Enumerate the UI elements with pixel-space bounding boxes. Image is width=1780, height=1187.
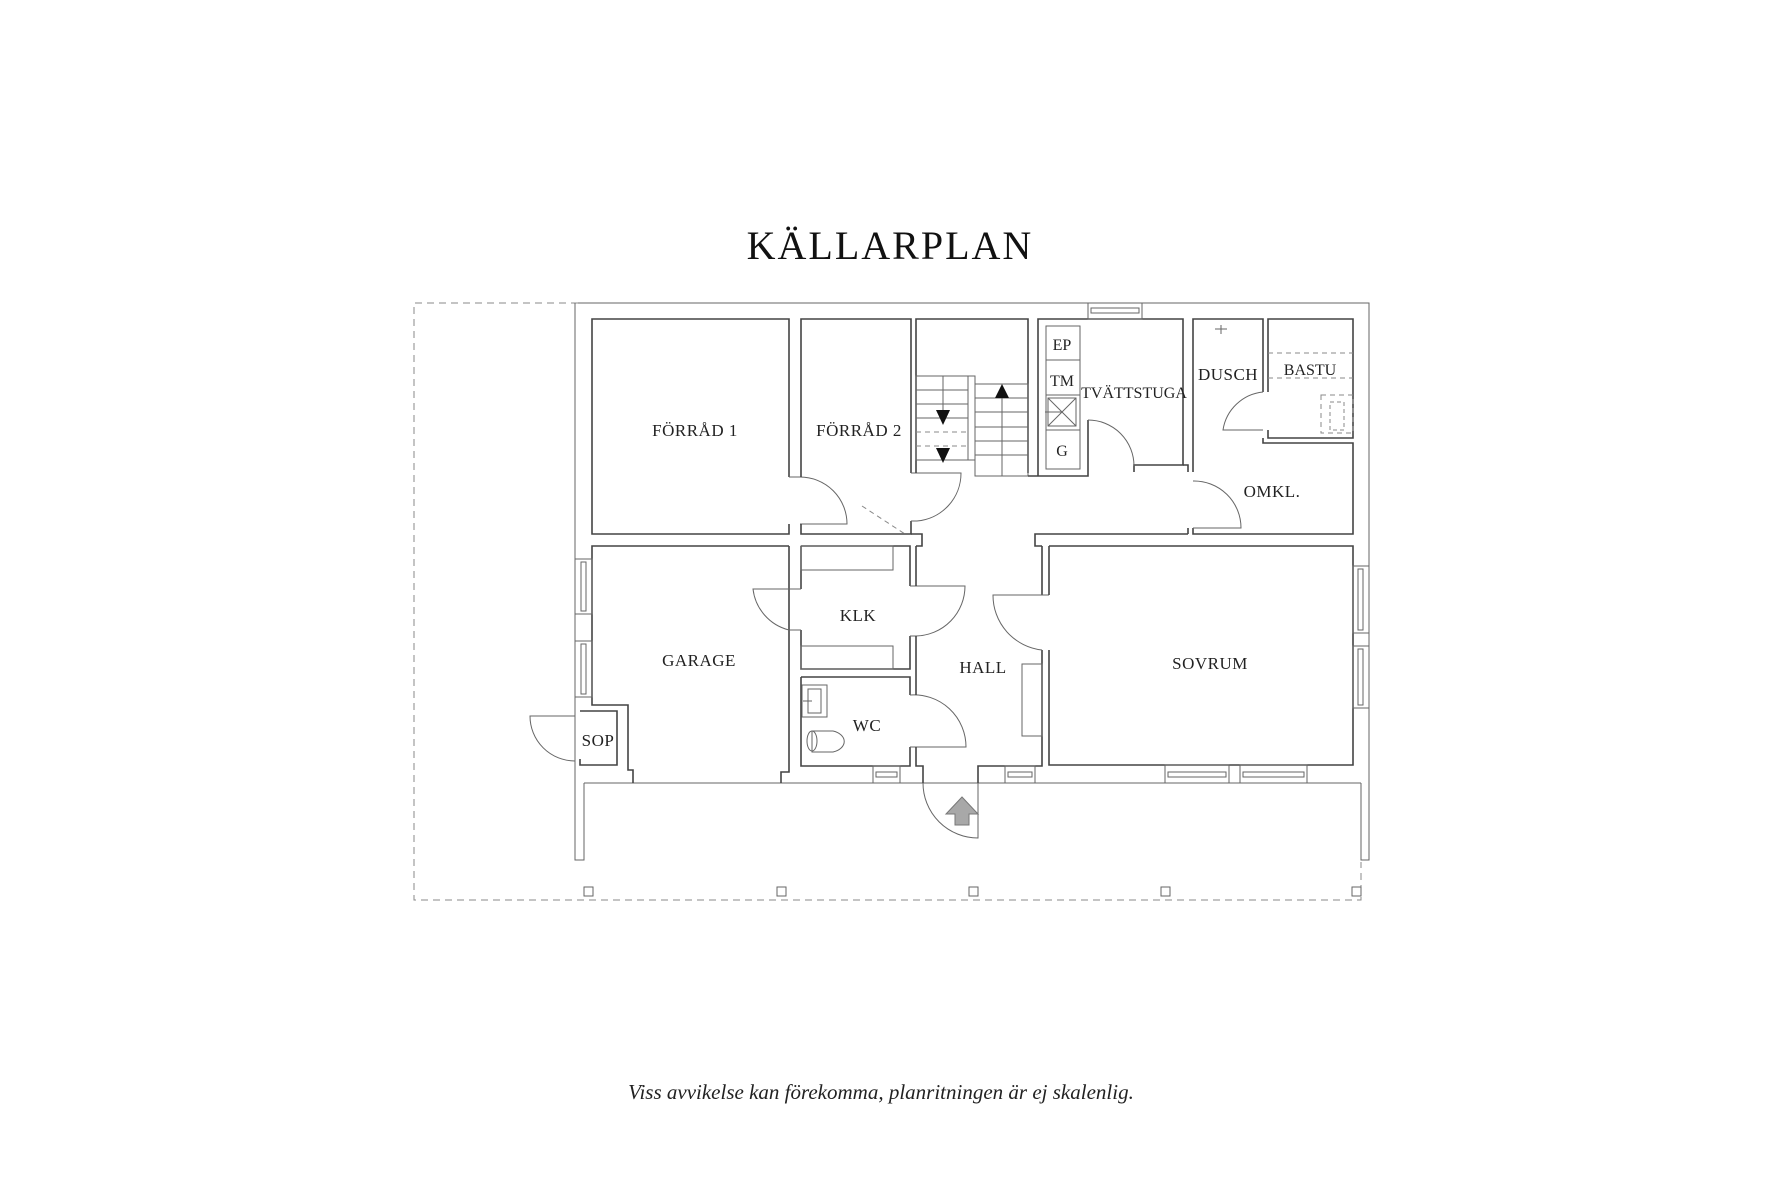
property-outline — [413, 302, 1362, 901]
entrance-door — [922, 782, 980, 839]
room-klk — [752, 545, 966, 670]
window-wc — [872, 765, 901, 784]
interior-walls — [911, 464, 1189, 547]
window-garage-1 — [574, 558, 593, 615]
window-garage-2 — [574, 640, 593, 698]
window-sovrum-east-1 — [1352, 565, 1370, 634]
fixture-label-g: G — [1056, 443, 1068, 460]
door-forrad-1 — [789, 476, 848, 525]
window-hall — [1004, 765, 1036, 784]
stairs-down-arrow-icon — [936, 448, 950, 463]
plan-title: KÄLLARPLAN — [746, 223, 1034, 268]
shower-head-icon — [1215, 325, 1227, 334]
stairs-down — [915, 375, 976, 463]
room-label-dusch: DUSCH — [1198, 365, 1258, 384]
entrance-arrow-icon — [944, 796, 980, 826]
room-dusch — [1192, 318, 1264, 472]
window-sovrum-east-2 — [1352, 645, 1370, 709]
stairs-up-arrow-icon — [995, 384, 1009, 398]
drain-fixture — [1045, 397, 1077, 427]
room-label-garage: GARAGE — [662, 651, 736, 670]
room-bastu — [1267, 318, 1354, 439]
room-sovrum — [1048, 545, 1370, 784]
toilet-icon — [806, 730, 845, 753]
room-tvattstuga — [1028, 302, 1184, 477]
room-omkl — [1192, 438, 1354, 535]
room-label-bastu: BASTU — [1284, 362, 1337, 379]
terrace-posts — [583, 886, 1362, 897]
door-forrad-2 — [911, 472, 962, 522]
window-sovrum-south-2 — [1239, 764, 1308, 784]
room-hall — [915, 546, 1049, 784]
room-label-omkl: OMKL. — [1244, 482, 1301, 501]
room-forrad-2 — [800, 318, 912, 535]
stairs-down-arrow-icon — [936, 410, 950, 425]
room-label-tvattstuga: TVÄTTSTUGA — [1081, 384, 1187, 402]
disclaimer-text: Viss avvikelse kan förekomma, planritnin… — [628, 1080, 1134, 1104]
room-sop — [529, 710, 618, 766]
window-sovrum-south-1 — [1164, 764, 1230, 784]
fixture-label-ep: EP — [1053, 337, 1072, 354]
room-label-sovrum: SOVRUM — [1172, 654, 1248, 673]
window-tvattstuga — [1087, 302, 1143, 320]
fixture-label-tm: TM — [1050, 373, 1074, 390]
room-garage — [574, 545, 790, 783]
room-label-sop: SOP — [582, 731, 615, 750]
room-label-klk: KLK — [840, 606, 877, 625]
room-forrad-1 — [591, 318, 790, 535]
sink-icon — [801, 684, 828, 718]
exterior-walls — [574, 302, 1370, 861]
stairs-up — [974, 383, 1029, 477]
room-label-hall: HALL — [959, 658, 1006, 677]
room-label-forrad-2: FÖRRÅD 2 — [816, 421, 902, 440]
room-wc — [800, 676, 967, 784]
room-label-wc: WC — [853, 716, 881, 735]
room-stairs — [915, 318, 1029, 477]
room-label-forrad-1: FÖRRÅD 1 — [652, 421, 738, 440]
